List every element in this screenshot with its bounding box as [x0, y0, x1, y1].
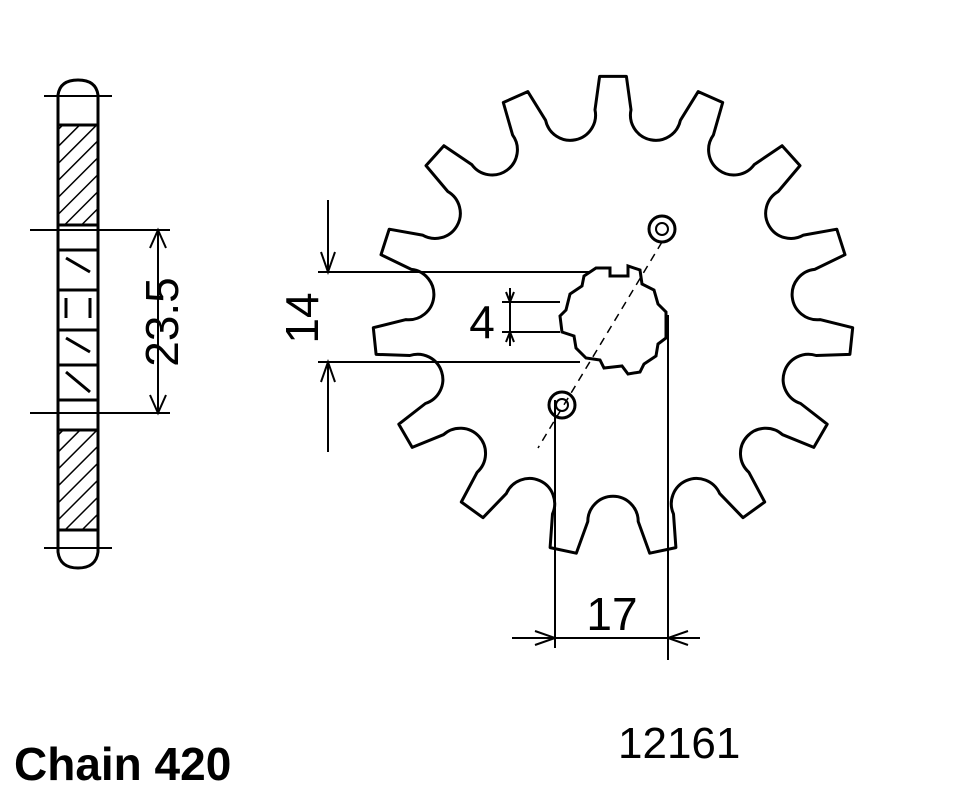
bore-outline [558, 263, 668, 376]
side-view-upper-hatch [56, 123, 100, 227]
side-dim-arrow-bottom [149, 394, 167, 416]
front-view: 14 4 17 [276, 74, 855, 660]
side-view-hub-marks [58, 248, 98, 402]
side-view-top-tip [56, 78, 100, 125]
dim-17-arrow-left [534, 630, 559, 646]
bore-centerline [537, 241, 663, 449]
side-dim-arrow-top [149, 227, 167, 249]
side-view-bottom-tip [56, 530, 100, 570]
dim-14-label: 14 [276, 292, 328, 343]
dim-14-arrow-top [320, 251, 336, 276]
dim-4-arrow-bottom [505, 329, 515, 343]
side-view: 23.5 [30, 78, 188, 570]
dim-4-label: 4 [469, 296, 495, 348]
side-dim-label: 23.5 [136, 277, 188, 367]
chain-label: Chain 420 [14, 738, 231, 790]
dim-4-arrow-top [505, 291, 515, 305]
part-number: 12161 [618, 719, 740, 768]
side-view-lower-hatch [56, 428, 100, 532]
dim-17-arrow-right [664, 630, 689, 646]
sprocket-outline [371, 74, 855, 555]
dim-17-label: 17 [586, 588, 637, 640]
mounting-hole-upper [647, 214, 677, 244]
dim-14-arrow-bottom [320, 358, 336, 383]
